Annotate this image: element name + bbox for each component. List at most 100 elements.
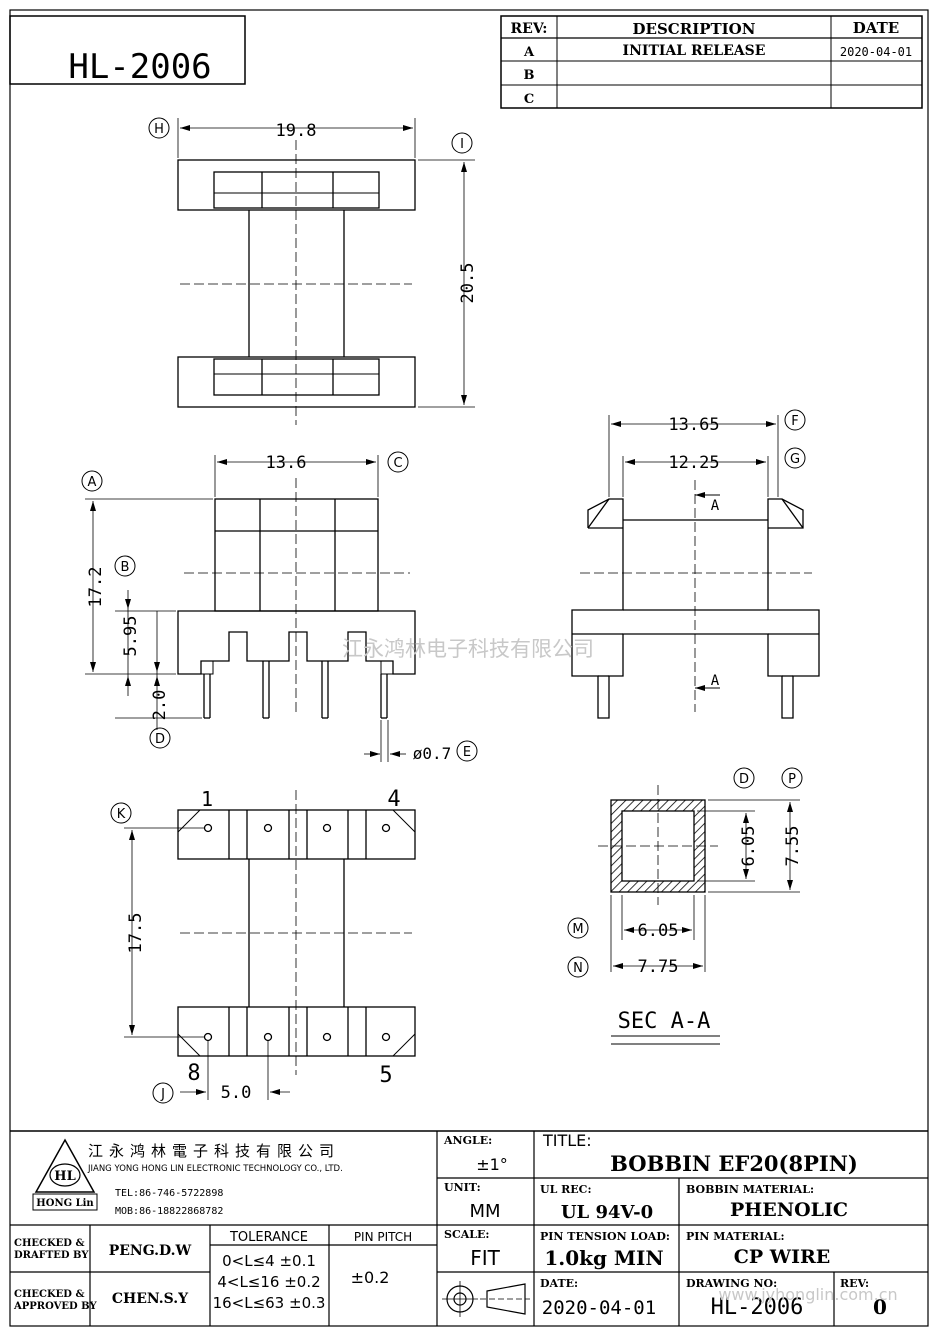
- bobbin-material-value: PHENOLIC: [730, 1199, 848, 1221]
- dim-13-65: 13.65: [668, 415, 719, 435]
- checked1-label-a: CHECKED &: [14, 1238, 84, 1249]
- title-block-grid: [10, 1130, 928, 1326]
- callout-h: H: [154, 122, 164, 137]
- front-view: [81, 451, 478, 762]
- drawing-no-label: DRAWING NO:: [686, 1277, 777, 1290]
- date-header: DATE: [853, 19, 899, 37]
- bottom-view-dim-arrows: [129, 830, 280, 1095]
- callout-k: K: [117, 807, 126, 822]
- rev-label: REV:: [840, 1277, 869, 1290]
- dim-2-0: 2.0: [150, 690, 170, 721]
- rev-c: C: [524, 92, 534, 107]
- title-label: TITLE:: [542, 1131, 592, 1150]
- pin-tension-label: PIN TENSION LOAD:: [540, 1230, 670, 1243]
- dim-17-2: 17.2: [86, 567, 106, 608]
- tolerance-row-2: 4<L≤16 ±0.2: [217, 1273, 320, 1291]
- revision-table: REV: DESCRIPTION DATE A INITIAL RELEASE …: [500, 15, 923, 109]
- checked2-label-b: APPROVED BY: [13, 1301, 97, 1312]
- unit-value: MM: [469, 1201, 500, 1222]
- tolerance-row-1: 0<L≤4 ±0.1: [222, 1252, 316, 1270]
- dim-sec-6-05-h: 6.05: [739, 826, 759, 867]
- projection-symbol: [442, 1281, 530, 1317]
- watermark-url: www.jyhonglin.com.cn: [718, 1285, 897, 1304]
- part-number-box: HL-2006: [9, 15, 246, 87]
- dim-pin-dia: ø0.7: [413, 744, 452, 763]
- watermark: 江永鸿林电子科技有限公司: [342, 637, 594, 661]
- bobbin-material-label: BOBBIN MATERIAL:: [686, 1183, 814, 1196]
- side-view: [571, 409, 820, 719]
- company-en-name: JIANG YONG HONG LIN ELECTRONIC TECHNOLOG…: [87, 1164, 343, 1174]
- scale-value: FIT: [470, 1246, 500, 1270]
- pin-pitch-header: PIN PITCH: [354, 1230, 412, 1244]
- callout-c: C: [393, 456, 402, 471]
- angle-label: ANGLE:: [443, 1134, 492, 1147]
- sheet-border: [9, 9, 929, 1327]
- callout-g: G: [790, 452, 800, 467]
- dim-5-95: 5.95: [121, 616, 141, 657]
- date-label: DATE:: [540, 1277, 578, 1290]
- dim-12-25: 12.25: [668, 453, 719, 473]
- section-marker-a-bottom: A: [711, 673, 720, 689]
- callout-d: D: [155, 732, 165, 747]
- bottom-view: [110, 790, 416, 1104]
- company-logo: HL HONG Lin: [32, 1138, 98, 1211]
- callout-j: J: [160, 1087, 165, 1102]
- rev-b: B: [524, 68, 535, 83]
- callout-e: E: [463, 745, 471, 760]
- logo-mark: HL: [54, 1169, 75, 1184]
- rev-a-description: INITIAL RELEASE: [623, 43, 766, 59]
- unit-label: UNIT:: [444, 1181, 481, 1194]
- dim-19-8: 19.8: [276, 121, 317, 141]
- callout-n: N: [573, 961, 583, 976]
- company-tel: TEL:86-746-5722898: [115, 1188, 223, 1199]
- section-label: SEC A-A: [618, 1009, 711, 1034]
- dim-sec-7-75: 7.75: [638, 957, 679, 977]
- pin-tension-value: 1.0kg MIN: [544, 1246, 663, 1270]
- rev-a: A: [523, 45, 535, 60]
- top-view-dim-arrows: [180, 125, 467, 405]
- callout-m: M: [572, 922, 583, 937]
- rev-value: 0: [873, 1295, 887, 1319]
- company-mob: MOB:86-18822868782: [115, 1206, 223, 1217]
- top-view: [148, 117, 475, 425]
- pin-4-label: 4: [387, 787, 400, 812]
- rev-header: REV:: [511, 21, 548, 37]
- part-number: HL-2006: [68, 47, 211, 87]
- pin-pitch-value: ±0.2: [351, 1268, 390, 1287]
- pin-5-label: 5: [379, 1063, 392, 1088]
- callout-d-sec: D: [739, 772, 749, 787]
- pin-material-value: CP WIRE: [734, 1246, 831, 1268]
- company-cn-name: 江永鸿林電子科技有限公司: [88, 1142, 340, 1160]
- section-dim-arrows: [613, 802, 793, 969]
- dim-17-5: 17.5: [126, 913, 146, 954]
- callout-p: P: [788, 772, 796, 787]
- drawing-no-value: HL-2006: [711, 1295, 804, 1320]
- tolerance-row-3: 16<L≤63 ±0.3: [213, 1294, 326, 1312]
- side-view-dim-arrows: [611, 421, 776, 691]
- callout-b: B: [121, 560, 130, 575]
- dim-20-5: 20.5: [458, 263, 478, 304]
- pin-material-label: PIN MATERIAL:: [686, 1230, 785, 1243]
- checked1-label-b: DRAFTED BY: [14, 1250, 89, 1261]
- description-header: DESCRIPTION: [633, 20, 756, 38]
- drafted-by: PENG.D.W: [109, 1243, 192, 1259]
- dim-5-0: 5.0: [221, 1083, 252, 1103]
- callout-i: I: [460, 137, 464, 152]
- checked2-label-a: CHECKED &: [14, 1289, 84, 1300]
- front-view-dim-arrows: [90, 459, 400, 757]
- ul-label: UL REC:: [540, 1183, 592, 1196]
- section-marker-a-top: A: [711, 498, 720, 514]
- date-value: 2020-04-01: [542, 1297, 656, 1319]
- dim-sec-6-05-w: 6.05: [638, 921, 679, 941]
- ul-value: UL 94V-0: [561, 1202, 653, 1223]
- callout-f: F: [791, 414, 798, 429]
- rev-a-date: 2020-04-01: [840, 45, 912, 59]
- callout-a: A: [88, 475, 97, 490]
- title-value: BOBBIN EF20(8PIN): [610, 1151, 858, 1176]
- approved-by: CHEN.S.Y: [112, 1291, 189, 1307]
- dim-sec-7-55: 7.55: [783, 826, 803, 867]
- dim-13-6: 13.6: [266, 453, 307, 473]
- pin-8-label: 8: [187, 1061, 200, 1086]
- logo-subtext: HONG Lin: [36, 1198, 94, 1209]
